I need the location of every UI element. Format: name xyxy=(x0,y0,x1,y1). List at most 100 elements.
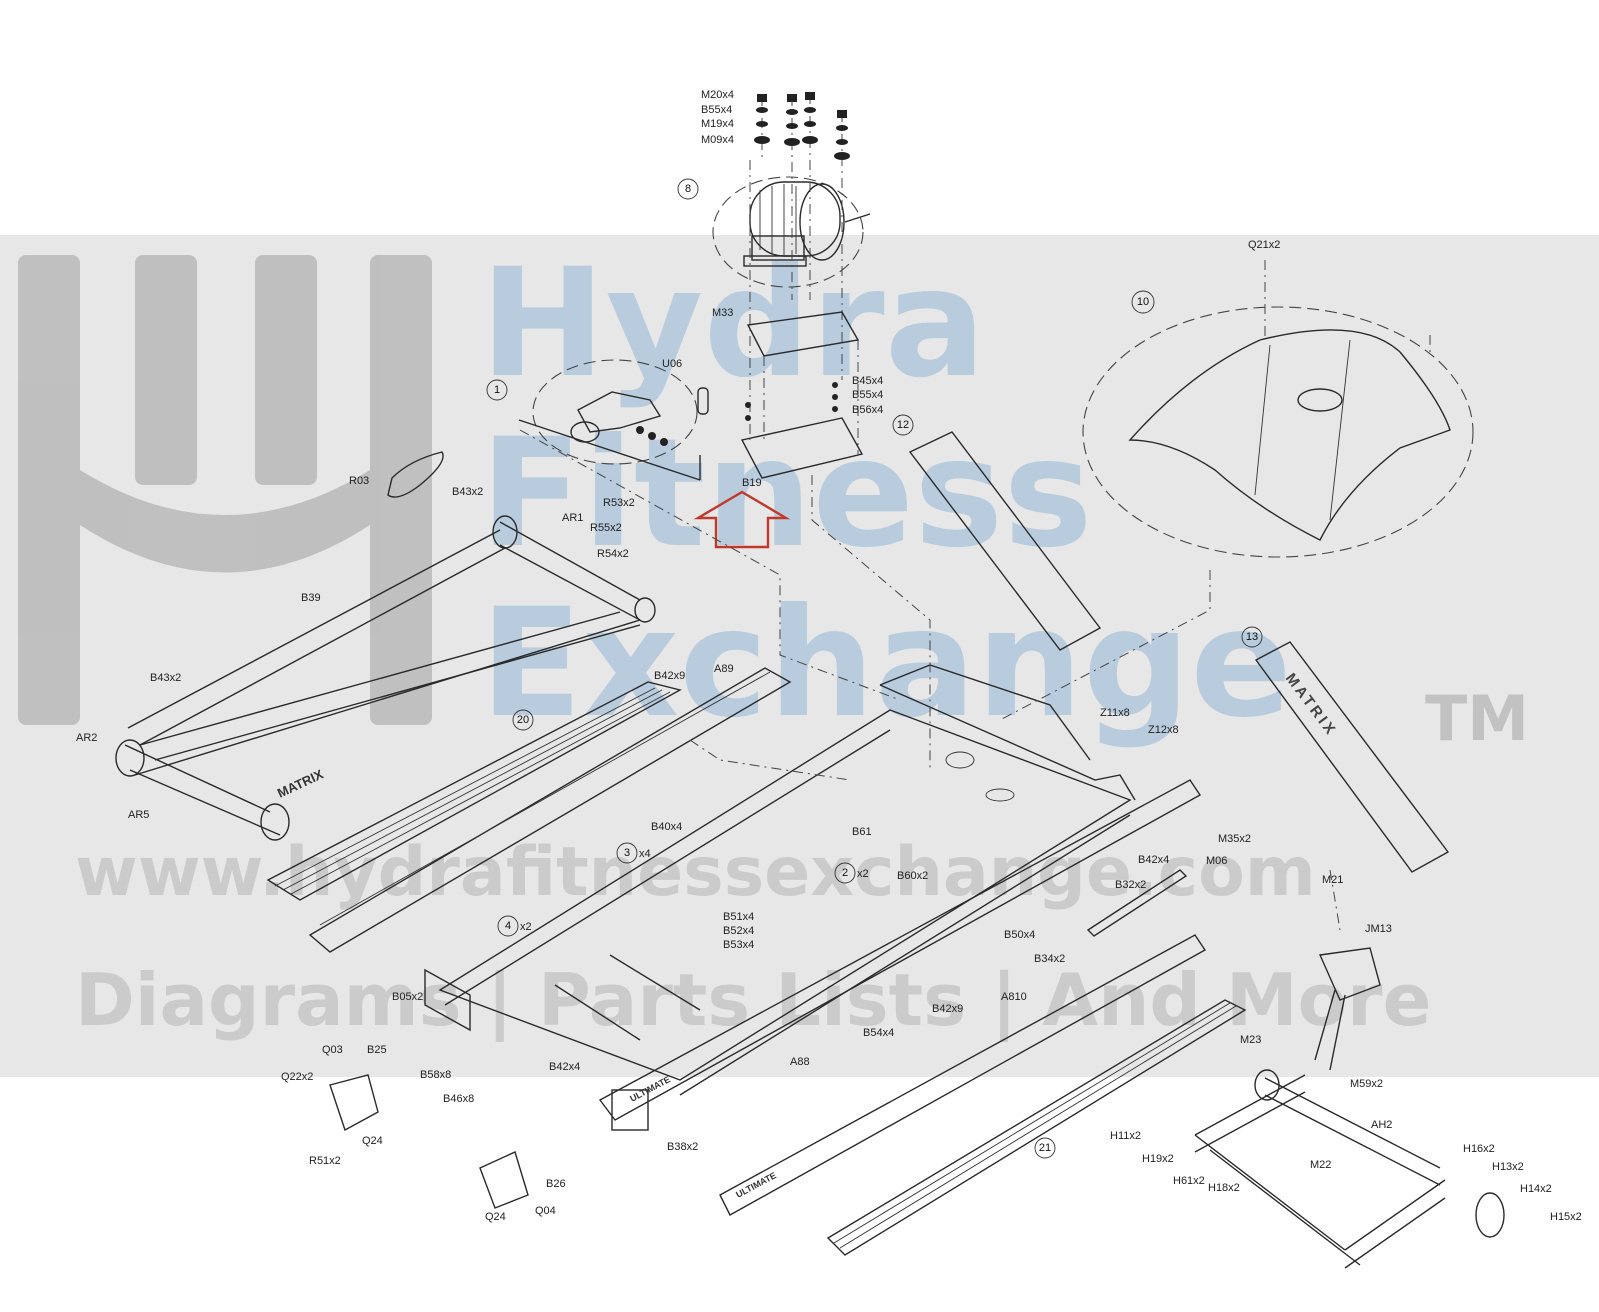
callout-B58x8: B58x8 xyxy=(420,1069,451,1081)
callout-A89: A89 xyxy=(714,663,734,675)
motor-fasteners xyxy=(754,92,850,380)
callout-B32x2: B32x2 xyxy=(1115,879,1146,891)
callout-M33: M33 xyxy=(712,307,733,319)
callout-A88: A88 xyxy=(790,1056,810,1068)
callout-AR1: AR1 xyxy=(562,512,583,524)
upright-cover-12 xyxy=(908,431,1102,651)
callout-M19x4: M19x4 xyxy=(701,118,734,130)
assembly-circle-20: 20 xyxy=(512,709,534,731)
callout-B51x4: B51x4 xyxy=(723,911,754,923)
svg-text:12: 12 xyxy=(897,419,909,431)
base-frame-AH2 xyxy=(1194,1069,1505,1269)
assembly-circle-1: 1 xyxy=(486,379,508,401)
callout-Z11x8: Z11x8 xyxy=(1100,707,1130,719)
svg-text:x4: x4 xyxy=(639,848,651,860)
callout-B19: B19 xyxy=(742,477,762,489)
assembly-numbers: 1 2 x2 3 x4 4 x2 8 10 12 13 20 21 xyxy=(486,178,1263,1159)
watermark-website: www.hydrafitnessexchange.com xyxy=(75,833,1316,912)
callout-M35x2: M35x2 xyxy=(1218,833,1251,845)
callout-B55x4: B55x4 xyxy=(701,104,732,116)
callout-B56x4: B56x4 xyxy=(852,404,883,416)
assembly-circle-8: 8 xyxy=(677,178,699,200)
callout-H16x2: H16x2 xyxy=(1463,1143,1495,1155)
callout-B25: B25 xyxy=(367,1044,387,1056)
assembly-circle-3: 3 x4 xyxy=(616,842,651,864)
callout-M59x2: M59x2 xyxy=(1350,1078,1383,1090)
callout-B45x4: B45x4 xyxy=(852,375,883,387)
svg-text:13: 13 xyxy=(1246,631,1258,643)
assembly-circle-2: 2 x2 xyxy=(834,862,869,884)
callout-AR2: AR2 xyxy=(76,732,97,744)
callout-AR5: AR5 xyxy=(128,809,149,821)
svg-text:3: 3 xyxy=(624,847,630,859)
side-rail-left xyxy=(266,681,682,901)
callout-B42x4a: B42x4 xyxy=(1138,854,1169,866)
svg-text:4: 4 xyxy=(505,920,511,932)
callout-Q24b: Q24 xyxy=(485,1211,506,1223)
foot-cap-Q03 xyxy=(329,1074,379,1132)
callout-H18x2: H18x2 xyxy=(1208,1182,1240,1194)
callout-JM13: JM13 xyxy=(1365,923,1392,935)
belt-R03 xyxy=(387,451,444,498)
part-callouts: M20x4 B55x4 M19x4 M09x4 M33 B45x4 B55x4 … xyxy=(76,89,1582,1223)
svg-text:2: 2 xyxy=(842,867,848,879)
svg-text:10: 10 xyxy=(1137,296,1149,308)
callout-B39: B39 xyxy=(301,592,321,604)
callout-M22: M22 xyxy=(1310,1159,1331,1171)
watermark: Hydra Fitness Exchange TM www.hydrafitne… xyxy=(0,235,1599,1077)
guide-lines xyxy=(519,429,1341,931)
callout-Q03: Q03 xyxy=(322,1044,343,1056)
assembly-circle-4: 4 x2 xyxy=(497,915,532,937)
callout-R55x2: R55x2 xyxy=(590,522,622,534)
watermark-trademark: TM xyxy=(1425,682,1529,755)
svg-text:x2: x2 xyxy=(857,868,869,880)
callout-R03: R03 xyxy=(349,475,369,487)
callout-M20x4: M20x4 xyxy=(701,89,734,101)
callout-B60x2: B60x2 xyxy=(897,870,928,882)
callout-M06: M06 xyxy=(1206,855,1227,867)
callout-Q24a: Q24 xyxy=(362,1135,383,1147)
callout-B54x4: B54x4 xyxy=(863,1027,894,1039)
motor-cover xyxy=(1082,260,1474,558)
svg-text:20: 20 xyxy=(517,714,529,726)
assembly-circle-13: 13 xyxy=(1241,626,1263,648)
watermark-brand-2: Fitness xyxy=(480,407,1093,581)
callout-H15x2: H15x2 xyxy=(1550,1211,1582,1223)
svg-text:x2: x2 xyxy=(520,921,532,933)
callout-A810: A810 xyxy=(1001,991,1027,1003)
callout-B46x8: B46x8 xyxy=(443,1093,474,1105)
callout-AH2: AH2 xyxy=(1371,1119,1392,1131)
callout-B05x2: B05x2 xyxy=(392,991,423,1003)
foot-cap-Q04 xyxy=(479,1151,529,1209)
callout-B43x2a: B43x2 xyxy=(452,486,483,498)
callout-B26: B26 xyxy=(546,1178,566,1190)
callout-B50x4: B50x4 xyxy=(1004,929,1035,941)
callout-H14x2: H14x2 xyxy=(1520,1183,1552,1195)
callout-B38x2: B38x2 xyxy=(667,1141,698,1153)
callout-B34x2: B34x2 xyxy=(1034,953,1065,965)
watermark-logo-icon xyxy=(18,255,432,725)
svg-text:21: 21 xyxy=(1039,1142,1051,1154)
callout-B42x4b: B42x4 xyxy=(549,1061,580,1073)
callout-B52x4: B52x4 xyxy=(723,925,754,937)
callout-Q04: Q04 xyxy=(535,1205,556,1217)
motor-plates xyxy=(740,160,864,479)
callout-H13x2: H13x2 xyxy=(1492,1161,1524,1173)
highlight-arrow-icon xyxy=(693,490,791,549)
callout-B42x9a: B42x9 xyxy=(654,670,685,682)
inner-rail-A89 xyxy=(308,667,792,953)
callout-M23: M23 xyxy=(1240,1034,1261,1046)
callout-B42x9b: B42x9 xyxy=(932,1003,963,1015)
rear-strip-B32 xyxy=(1086,869,1188,937)
callout-B55x4b: B55x4 xyxy=(852,389,883,401)
callout-H19x2: H19x2 xyxy=(1142,1153,1174,1165)
callout-B53x4: B53x4 xyxy=(723,939,754,951)
callout-B40x4: B40x4 xyxy=(651,821,682,833)
callout-R54x2: R54x2 xyxy=(597,548,629,560)
assembly-circle-12: 12 xyxy=(892,414,914,436)
callout-B61: B61 xyxy=(852,826,872,838)
svg-text:1: 1 xyxy=(494,384,500,396)
callout-Q21x2: Q21x2 xyxy=(1248,239,1280,251)
assembly-circle-21: 21 xyxy=(1034,1137,1056,1159)
